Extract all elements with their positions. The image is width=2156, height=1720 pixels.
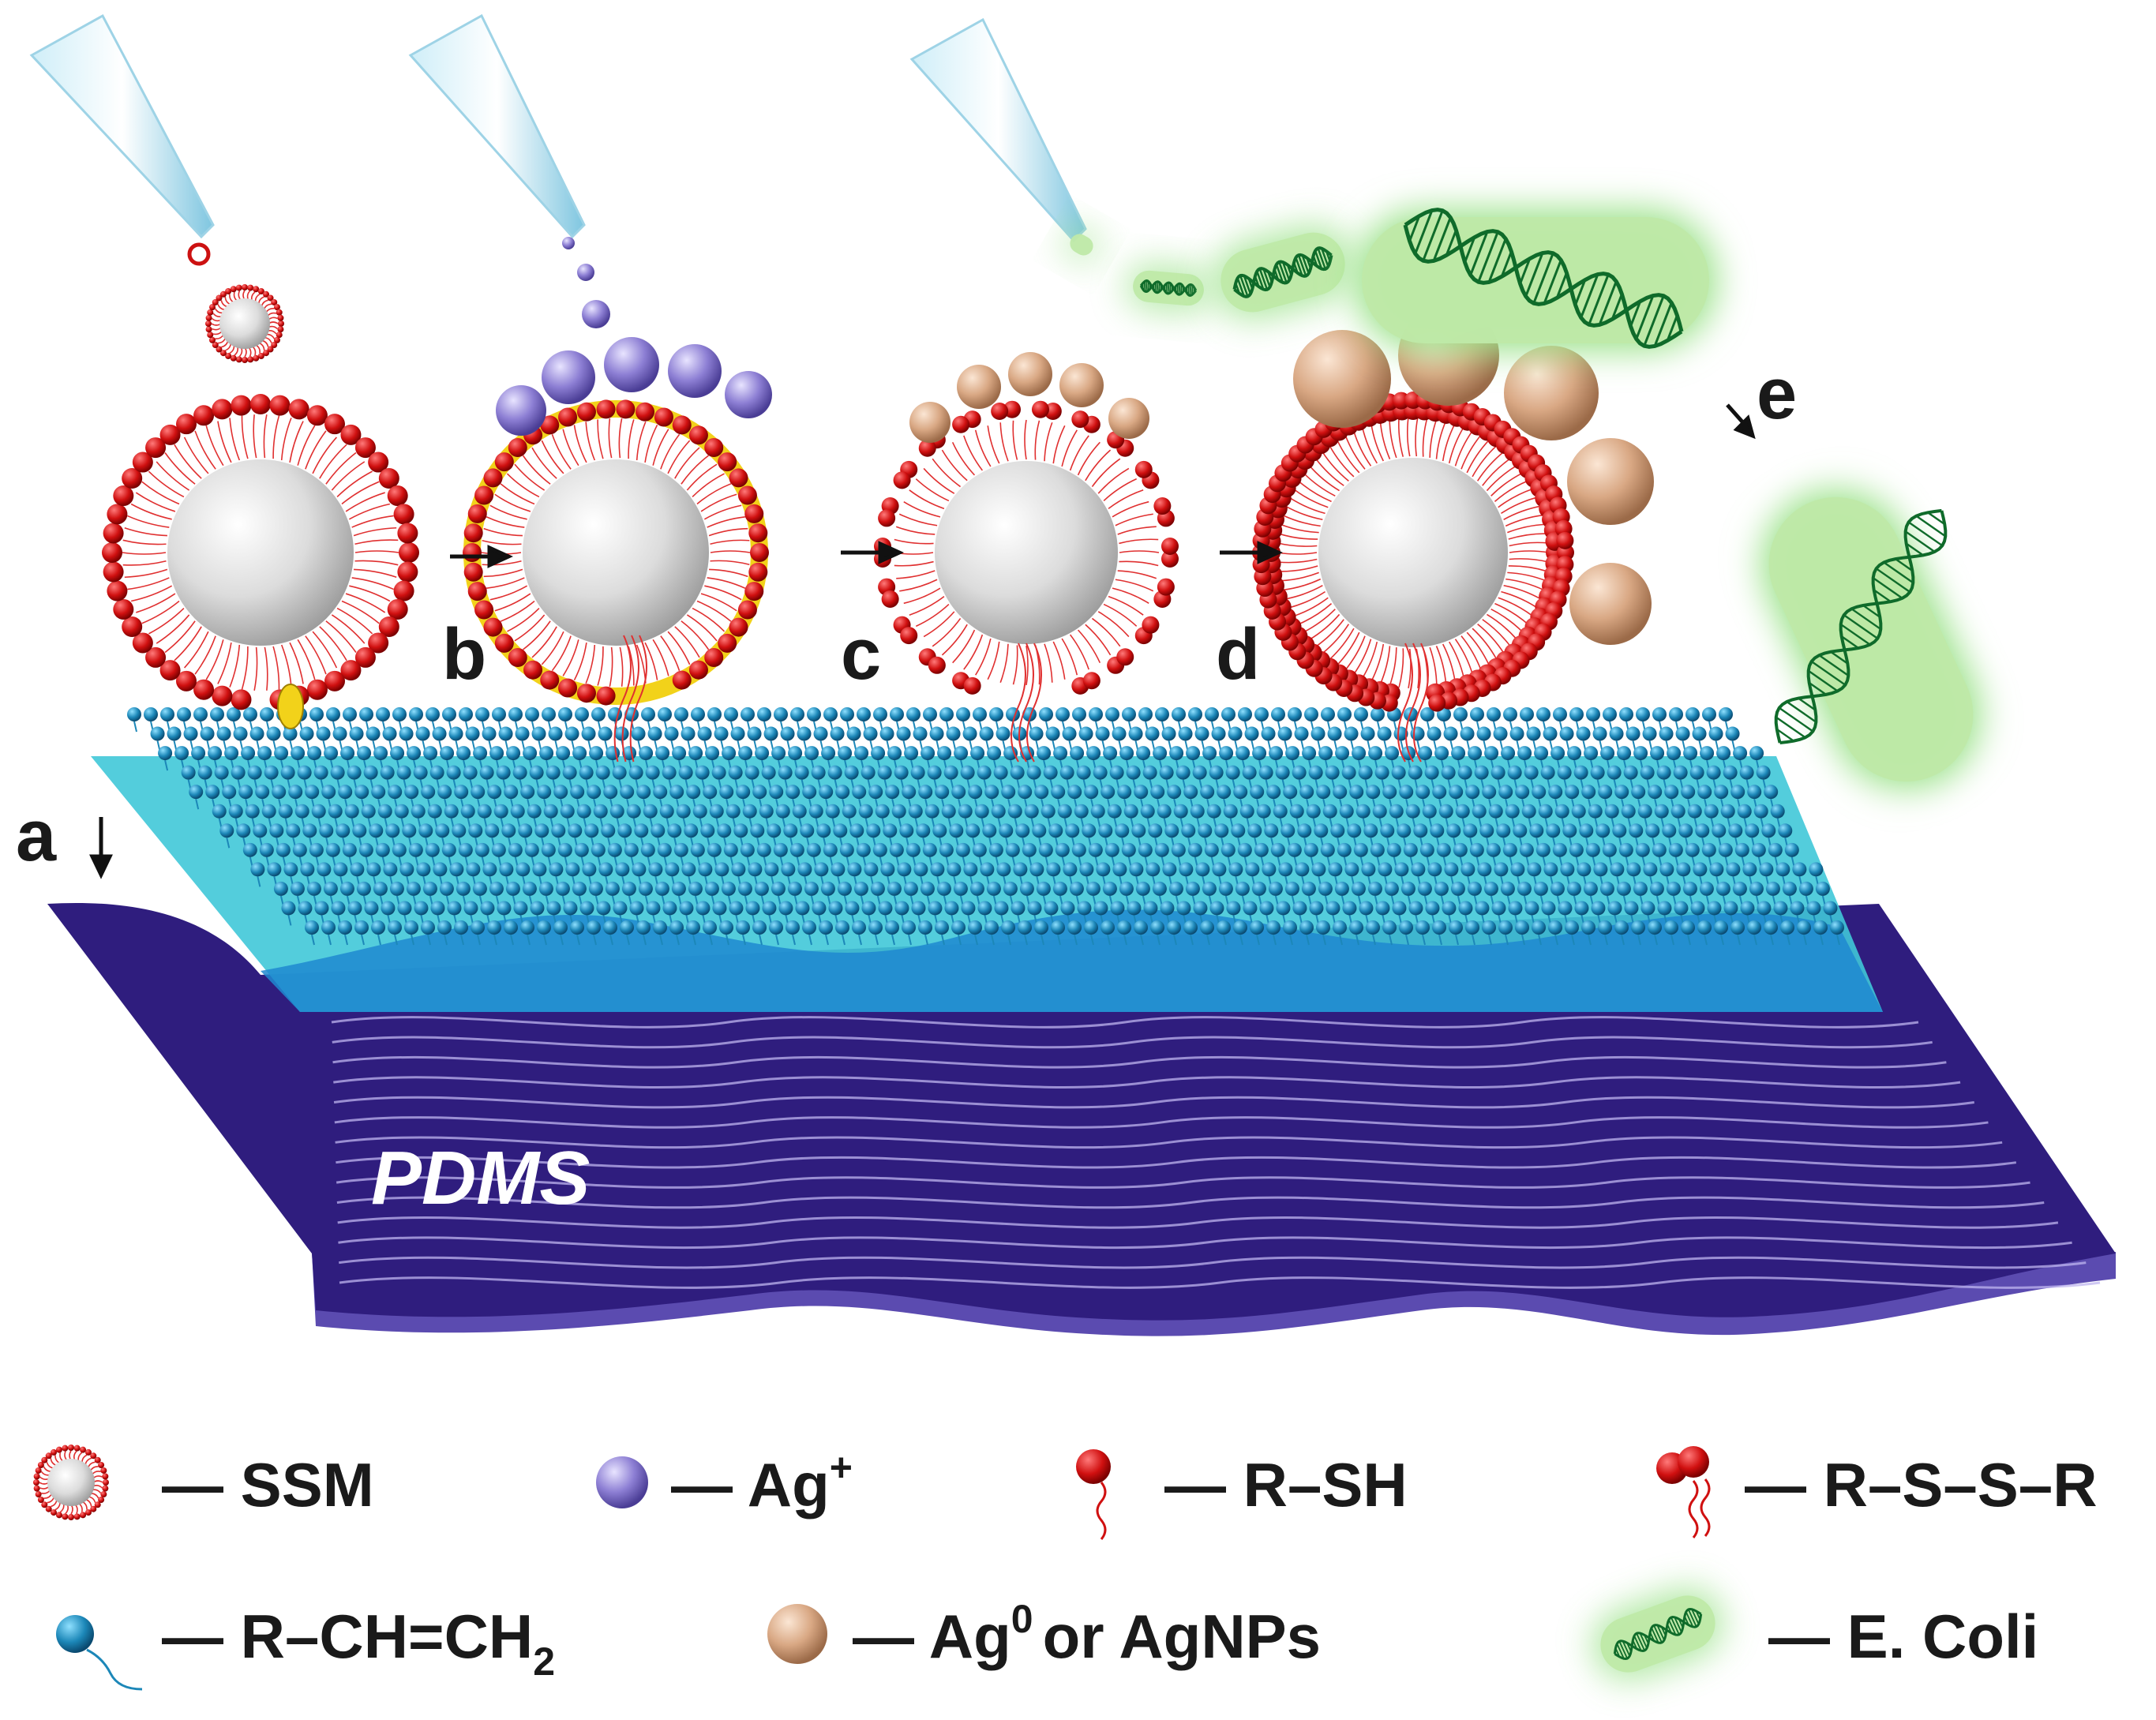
legend-ag-ion-icon <box>596 1456 648 1508</box>
pdms-wave-lines <box>331 1016 2101 1289</box>
legend: — SSM — Ag+ — R–SH — R–S–S–R — R–CH=CH2 … <box>33 1445 2098 1691</box>
step-label-a: a <box>16 796 57 876</box>
legend-agnp-icon <box>767 1604 827 1664</box>
step-label-c: c <box>841 614 881 695</box>
legend-rssr-label: — R–S–S–R <box>1745 1450 2098 1520</box>
pipette-3 <box>909 17 1087 243</box>
legend-alkene-icon <box>56 1615 143 1691</box>
step-label-d: d <box>1216 614 1260 695</box>
legend-alkene-label: — R–CH=CH2 <box>162 1602 555 1684</box>
legend-ssm-label: — SSM <box>162 1450 374 1520</box>
pipette-1 <box>29 13 215 266</box>
arrow-e-icon <box>1726 403 1756 440</box>
pdms-label: PDMS <box>371 1136 590 1220</box>
step-label-b: b <box>442 614 486 695</box>
falling-ssm <box>205 284 284 363</box>
falling-ag-ions <box>562 237 610 328</box>
arrow-c-icon <box>841 541 905 564</box>
legend-ssm-icon <box>33 1445 109 1520</box>
vesicle-ag-bound <box>463 337 772 706</box>
legend-rssr-icon <box>1656 1446 1711 1538</box>
vesicle-thiol <box>874 352 1179 695</box>
legend-ecoli-icon <box>1592 1587 1723 1681</box>
legend-ag-ion-label: — Ag+ <box>671 1445 853 1520</box>
arrow-d-icon <box>1220 541 1284 564</box>
legend-ecoli-label: — E. Coli <box>1768 1602 2038 1671</box>
step-arrows <box>89 403 1756 879</box>
arrow-b-icon <box>450 545 514 568</box>
step-label-e: e <box>1757 354 1797 434</box>
vesicle-group <box>102 305 1654 763</box>
bacteria-group <box>1062 208 1982 790</box>
vesicle-ssm <box>102 394 419 729</box>
lipid-head-array <box>127 707 1844 946</box>
pipette-2 <box>408 13 586 239</box>
arrow-a-icon <box>89 817 113 879</box>
legend-rsh-icon <box>1076 1449 1111 1540</box>
vesicle-agnp <box>1252 305 1654 712</box>
legend-rsh-label: — R–SH <box>1164 1450 1408 1520</box>
damaged-dna <box>1774 508 1948 745</box>
lipid-film <box>91 707 1883 1012</box>
film-dark-layer <box>261 909 1883 1012</box>
